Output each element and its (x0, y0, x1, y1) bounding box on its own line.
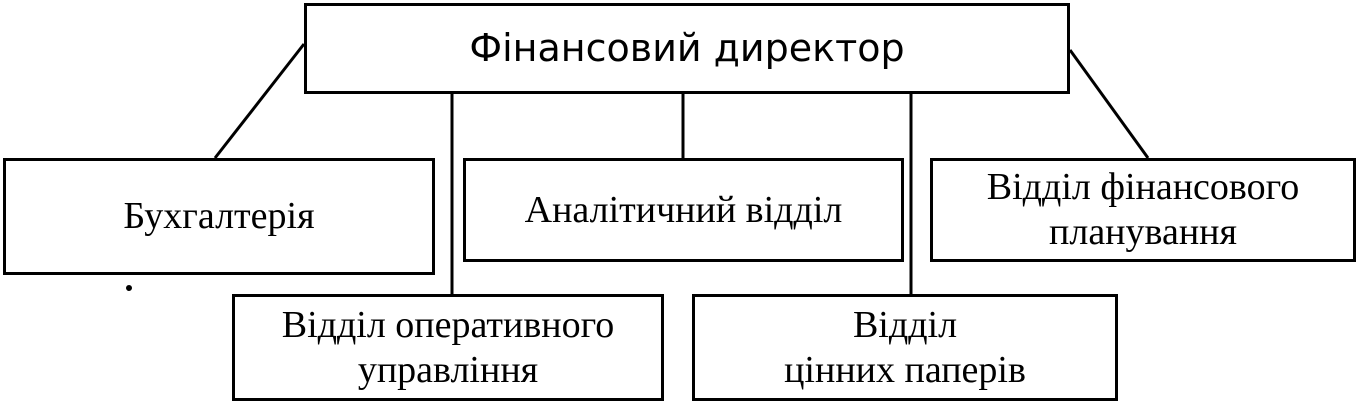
node-operative-label-line1: Відділ оперативного (281, 303, 615, 346)
node-operative-management: Відділ оперативного управління (232, 294, 664, 401)
node-securities: Відділ цінних паперів (692, 294, 1118, 401)
node-analytic-label: Аналітичний відділ (524, 188, 843, 231)
node-operative-label-line2: управління (357, 348, 539, 391)
node-securities-label-line1: Відділ (852, 303, 958, 346)
connector-planning (1068, 49, 1150, 159)
node-financial-director: Фінансовий директор (304, 3, 1070, 94)
node-planning-label-line1: Відділ фінансового (986, 166, 1300, 209)
connector-accounting (213, 43, 306, 159)
node-financial-planning: Відділ фінансового планування (930, 158, 1356, 262)
node-planning-label-line2: планування (1049, 211, 1237, 253)
node-accounting-label: Бухгалтерія (123, 195, 315, 238)
node-financial-director-label: Фінансовий директор (469, 26, 905, 71)
node-accounting: Бухгалтерія (3, 158, 435, 275)
node-analytic-department: Аналітичний відділ (463, 158, 904, 262)
node-securities-label-line2: цінних паперів (784, 348, 1026, 391)
scan-speck (126, 285, 132, 291)
